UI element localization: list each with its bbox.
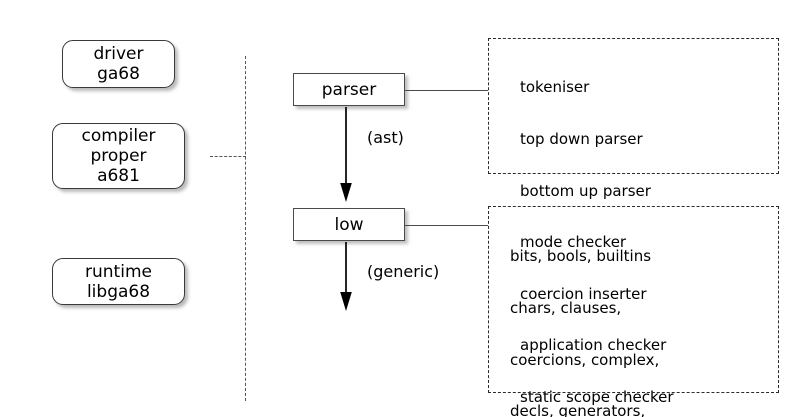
component-box-compiler-proper-line-3: a681: [97, 166, 140, 186]
component-box-runtime-line-2: libga68: [86, 281, 151, 302]
stage-box-parser-label: parser: [321, 79, 377, 100]
list-item: bits, bools, builtins: [510, 247, 652, 266]
list-item: bottom up parser: [520, 181, 651, 200]
list-item: chars, clauses,: [510, 299, 622, 318]
component-box-runtime[interactable]: runtime libga68: [52, 258, 185, 305]
list-item: coercions, complex,: [510, 350, 660, 369]
connector-low-to-modules: [405, 225, 488, 226]
edge-label-generic: (generic): [367, 262, 440, 281]
component-box-compiler-proper-line-1: compiler: [81, 126, 156, 146]
detail-list-low-modules: bits, bools, builtins chars, clauses, co…: [510, 214, 671, 417]
component-box-compiler-proper[interactable]: compiler proper a681: [52, 123, 185, 189]
edge-label-ast: (ast): [367, 128, 404, 147]
list-item: mode checker: [520, 233, 627, 252]
list-item: application checker: [520, 336, 667, 355]
list-item: decls, generators,: [510, 402, 646, 417]
detail-list-parser-phases: tokeniser top down parser bottom up pars…: [520, 45, 674, 417]
stage-box-low-label: low: [334, 214, 364, 235]
stage-box-low[interactable]: low: [293, 208, 405, 241]
component-box-driver-line-1: driver: [93, 44, 144, 64]
arrow-low-to-output: [338, 242, 354, 312]
stage-box-parser[interactable]: parser: [293, 73, 405, 106]
component-box-driver-line-2: ga68: [97, 64, 140, 84]
detail-box-low-modules[interactable]: [488, 206, 779, 393]
list-item: coercion inserter: [520, 284, 647, 303]
detail-box-parser-phases[interactable]: [488, 38, 779, 174]
component-box-driver[interactable]: driver ga68: [62, 40, 175, 88]
connector-parser-to-phases: [405, 90, 488, 91]
arrow-parser-to-low: [338, 107, 354, 203]
compiler-proper-divider-connector: [210, 156, 246, 157]
vertical-divider: [245, 56, 246, 401]
list-item: tokeniser: [520, 78, 590, 97]
list-item: top down parser: [520, 130, 643, 149]
component-box-runtime-line-1: runtime: [85, 261, 152, 282]
component-box-compiler-proper-line-2: proper: [90, 146, 147, 166]
